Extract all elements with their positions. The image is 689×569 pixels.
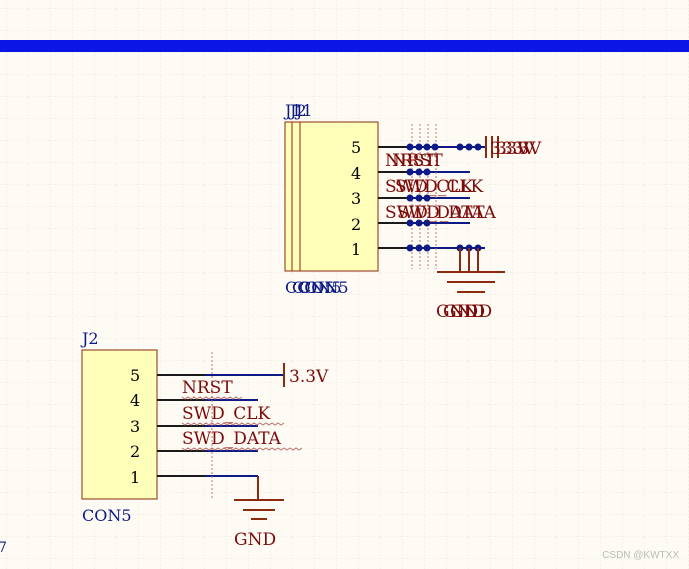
bottom-value: CON5 — [82, 506, 132, 525]
top-connector-body[interactable] — [284, 121, 379, 272]
top-net-data-ghost: SWD_DATA — [397, 203, 497, 223]
bottom-net-clk: SWD_CLK — [182, 404, 271, 424]
bottom-connector-body[interactable] — [81, 349, 158, 500]
top-power-label-ghost: 3.3V — [496, 139, 536, 159]
top-net-data: SWD_DATA — [385, 203, 485, 223]
top-power-label: 3.3V — [490, 139, 530, 159]
top-pin-4: 4 — [351, 164, 361, 183]
top-value-ghost-b: CON5 — [299, 278, 349, 297]
bottom-ground-symbol[interactable] — [234, 476, 284, 520]
top-ground-symbol[interactable] — [437, 248, 505, 293]
top-net-clk-ghost: SWD_CLK — [395, 177, 484, 197]
top-pin-3: 3 — [351, 189, 361, 208]
bottom-connector[interactable]: J2 CON5 5 4 3 2 1 NRST SWD_CLK — [80, 329, 329, 550]
top-connector[interactable]: J1 J2 J1 CON5 CON5 CON5 5 4 3 2 1 — [283, 101, 542, 322]
top-pin-lines — [378, 146, 410, 249]
top-net-clk: SWD_CLK — [385, 177, 474, 197]
bottom-wavy-underlines — [181, 396, 303, 451]
bottom-wires[interactable] — [205, 374, 283, 477]
bottom-pin-2: 2 — [130, 442, 140, 461]
left-edge-glyph: 7 — [0, 540, 7, 556]
bottom-designator: J2 — [80, 329, 99, 348]
bottom-pin-4: 4 — [130, 391, 140, 410]
top-ground-label-ghost: GND — [443, 302, 485, 322]
bottom-pin-lines — [157, 374, 205, 477]
bottom-pin-5: 5 — [130, 366, 140, 385]
top-power-symbol[interactable] — [485, 136, 499, 158]
bottom-net-data: SWD_DATA — [182, 429, 282, 449]
top-ground-label-ghost-b: GND — [450, 302, 492, 322]
bottom-power-label: 3.3V — [289, 367, 329, 387]
bottom-ground-label: GND — [234, 530, 276, 550]
top-designator-ghost-a: J2 — [288, 101, 307, 120]
watermark: CSDN @KWTXX — [602, 550, 679, 561]
top-value: CON5 — [285, 278, 335, 297]
top-pin-1: 1 — [351, 240, 361, 259]
bottom-pin-1: 1 — [130, 468, 140, 487]
bottom-pin-3: 3 — [130, 417, 140, 436]
top-pin-2: 2 — [351, 215, 361, 234]
top-ground-label: GND — [436, 302, 478, 322]
top-designator-ghost-b: J1 — [294, 101, 313, 120]
top-pin-5: 5 — [351, 138, 361, 157]
top-designator: J1 — [283, 101, 302, 120]
top-net-nrst: NRST — [385, 151, 436, 171]
bottom-net-nrst: NRST — [182, 378, 233, 398]
top-net-nrst-ghost: NRST — [392, 151, 443, 171]
bus-line[interactable] — [0, 40, 689, 52]
top-power-label-ghost-b: 3.3V — [502, 139, 542, 159]
top-value-ghost-a: CON5 — [292, 278, 342, 297]
